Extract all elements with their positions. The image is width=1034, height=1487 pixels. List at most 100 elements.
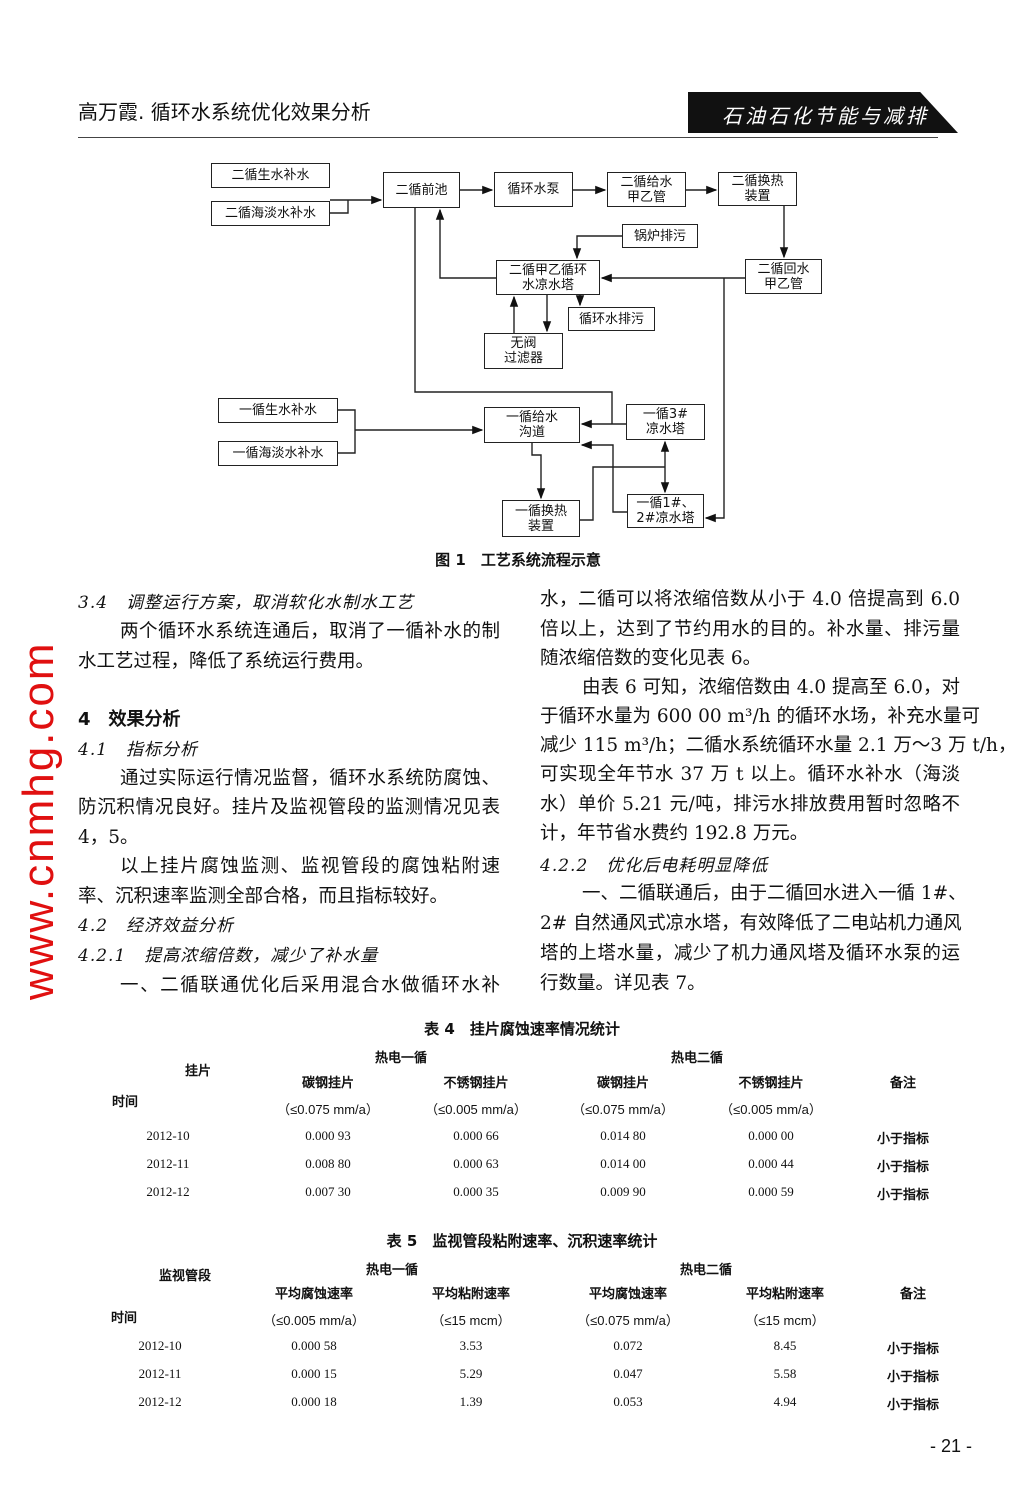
text-line: 可实现全年节水 37 万 t 以上。循环水补水（海淡 xyxy=(540,764,960,785)
connector xyxy=(580,466,665,521)
table-cell: 0.000 59 xyxy=(748,1184,794,1199)
table-cell: 0.000 93 xyxy=(305,1128,351,1143)
box-b2-sea-makeup: 二循海淡水补水 xyxy=(211,201,330,226)
journal-name: 石油石化节能与减排 xyxy=(722,104,929,128)
column-header: 备注 xyxy=(889,1076,917,1091)
table-corner-bottom: 时间 xyxy=(110,1311,138,1326)
column-unit: （≤0.075 mm/a） xyxy=(577,1313,679,1328)
column-header: 不锈钢挂片 xyxy=(443,1076,509,1091)
text-line: 随浓缩倍数的变化见表 6。 xyxy=(540,648,762,669)
box-boiler-blowdown: 锅炉排污 xyxy=(622,224,698,248)
table-cell: 2012-12 xyxy=(138,1394,182,1409)
journal-banner: 石油石化节能与减排 xyxy=(688,92,958,133)
table-cell: 小于指标 xyxy=(876,1132,930,1147)
box-b2-heat-exchanger: 二循换热 装置 xyxy=(718,172,797,206)
table-cell: 1.39 xyxy=(459,1394,483,1409)
table-cell: 5.58 xyxy=(773,1366,797,1381)
table-corner-top: 挂片 xyxy=(184,1064,212,1079)
table-cell: 5.29 xyxy=(459,1366,483,1381)
header-divider xyxy=(78,137,938,138)
group-header: 热电二循 xyxy=(670,1051,724,1066)
text-line: 4，5。 xyxy=(78,827,139,848)
column-unit: （≤0.005 mm/a） xyxy=(425,1102,527,1117)
section-heading: 4.2 经济效益分析 xyxy=(78,916,235,936)
text-line: 倍以上，达到了节约用水的目的。补水量、排污量 xyxy=(540,619,960,640)
table-cell: 小于指标 xyxy=(876,1160,930,1175)
text-line: 防沉积情况良好。挂片及监视管段的监测情况见表 xyxy=(78,797,500,818)
column-header: 平均腐蚀速率 xyxy=(588,1287,668,1302)
table-title: 表 4 挂片腐蚀速率情况统计 xyxy=(424,1020,620,1038)
table-title: 表 5 监视管段粘附速率、沉积速率统计 xyxy=(386,1232,658,1250)
column-header: 平均粘附速率 xyxy=(745,1287,825,1302)
group-header: 热电一循 xyxy=(374,1051,428,1066)
box-b2-supply: 二循给水 甲乙管 xyxy=(607,172,686,207)
section-heading: 4 效果分析 xyxy=(78,709,181,730)
text-line: 于循环水量为 600 00 m³/h 的循环水场，补充水量可 xyxy=(540,706,980,727)
table-cell: 0.008 80 xyxy=(305,1156,351,1171)
table-corner-bottom: 时间 xyxy=(111,1095,139,1110)
table-cell: 0.000 63 xyxy=(453,1156,499,1171)
text-line: 水，二循可以将浓缩倍数从小于 4.0 倍提高到 6.0 xyxy=(540,589,960,610)
box-valveless-filter: 无阀 过滤器 xyxy=(484,333,563,369)
box-pump: 循环水泵 xyxy=(494,172,573,207)
box-b2-return: 二循回水 甲乙管 xyxy=(745,259,822,294)
text-line: 率、沉积速率监测全部合格，而且指标较好。 xyxy=(78,886,449,907)
box-b2-pool: 二循前池 xyxy=(383,172,460,208)
watermark: www.cnmhg.com xyxy=(14,641,63,1000)
flow-diagram-connectors xyxy=(330,185,789,523)
box-b1-raw-makeup: 一循生水补水 xyxy=(218,398,338,423)
column-header: 不锈钢挂片 xyxy=(738,1076,804,1091)
table-cell: 0.000 00 xyxy=(748,1128,794,1143)
table-cell: 2012-12 xyxy=(146,1184,190,1199)
box-b1-supply-channel: 一循给水 沟道 xyxy=(484,407,580,443)
box-blowdown: 循环水排污 xyxy=(568,307,655,331)
column-header: 碳钢挂片 xyxy=(301,1076,355,1091)
text-line: 两个循环水系统连通后，取消了一循补水的制 xyxy=(120,621,500,642)
section-heading: 4.2.1 提高浓缩倍数，减少了补水量 xyxy=(78,946,379,966)
connector xyxy=(330,200,349,214)
table-cell: 0.000 44 xyxy=(748,1156,794,1171)
column-unit: （≤0.075 mm/a） xyxy=(277,1102,379,1117)
table-cell: 0.009 90 xyxy=(600,1184,646,1199)
connector xyxy=(338,409,356,454)
table-cell: 4.94 xyxy=(773,1394,797,1409)
text-line: 一、二循联通优化后采用混合水做循环水补 xyxy=(120,975,500,996)
table-cell: 0.047 xyxy=(613,1366,643,1381)
table-cell: 0.000 35 xyxy=(453,1184,499,1199)
column-unit: （≤15 mcm） xyxy=(745,1313,825,1328)
running-header-title: 高万霞. 循环水系统优化效果分析 xyxy=(78,100,371,124)
table-cell: 小于指标 xyxy=(886,1370,940,1385)
text-line: 一、二循联通后，由于二循回水进入一循 1#、 xyxy=(582,883,967,904)
table-cell: 0.014 80 xyxy=(600,1128,646,1143)
column-unit: （≤0.075 mm/a） xyxy=(572,1102,674,1117)
box-b2-cooling-tower: 二循甲乙循环 水凉水塔 xyxy=(496,260,600,295)
text-line: 水工艺过程，降低了系统运行费用。 xyxy=(78,651,375,672)
column-header: 备注 xyxy=(899,1287,927,1302)
table-cell: 0.000 66 xyxy=(453,1128,499,1143)
box-b1-sea-makeup: 一循海淡水补水 xyxy=(218,441,338,466)
box-b1-heat-exchanger: 一循换热 装置 xyxy=(502,500,580,537)
column-unit: （≤15 mcm） xyxy=(431,1313,511,1328)
table-cell: 2012-11 xyxy=(138,1366,182,1381)
text-line: 计，年节省水费约 192.8 万元。 xyxy=(540,823,809,844)
table-cell: 2012-10 xyxy=(146,1128,190,1143)
table-cell: 0.072 xyxy=(613,1338,643,1353)
column-header: 平均腐蚀速率 xyxy=(274,1287,354,1302)
connector xyxy=(572,235,622,260)
table-cell: 2012-11 xyxy=(146,1156,190,1171)
text-line: 以上挂片腐蚀监测、监视管段的腐蚀粘附速 xyxy=(120,856,500,877)
column-header: 平均粘附速率 xyxy=(431,1287,511,1302)
group-header: 热电一循 xyxy=(365,1263,419,1278)
text-line: 塔的上塔水量，减少了机力通风塔及循环水泵的运 xyxy=(540,943,960,964)
text-line: 由表 6 可知，浓缩倍数由 4.0 提高至 6.0，对 xyxy=(582,677,960,698)
text-line: 2# 自然通风式凉水塔，有效降低了二电站机力通风 xyxy=(540,913,962,934)
connector xyxy=(414,208,613,424)
connector xyxy=(580,440,627,513)
table-cell: 0.053 xyxy=(613,1394,643,1409)
column-header: 碳钢挂片 xyxy=(596,1076,650,1091)
box-b2-raw-makeup: 二循生水补水 xyxy=(211,163,330,188)
text-line: 减少 115 m³/h；二循水系统循环水量 2.1 万～3 万 t/h， xyxy=(540,735,1017,756)
table-cell: 小于指标 xyxy=(876,1188,930,1203)
text-line: 通过实际运行情况监督，循环水系统防腐蚀、 xyxy=(120,768,500,789)
table-cell: 0.000 15 xyxy=(291,1366,337,1381)
